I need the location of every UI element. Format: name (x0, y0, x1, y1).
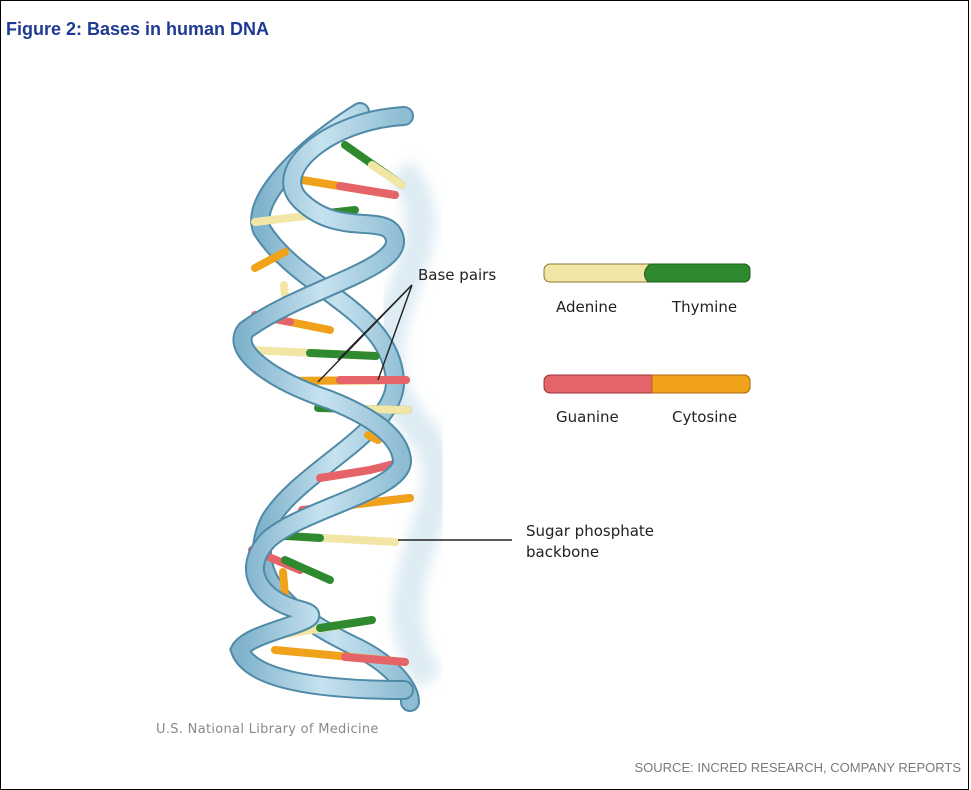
backbone-label-line1: Sugar phosphate (526, 522, 654, 540)
dna-diagram: Base pairs Sugar phosphate backbone Aden… (0, 0, 971, 774)
legend-guanine-cytosine: Guanine Cytosine (544, 375, 750, 426)
image-credit: U.S. National Library of Medicine (156, 722, 379, 737)
source-note: SOURCE: INCRED RESEARCH, COMPANY REPORTS (635, 760, 962, 775)
legend-guanine-label: Guanine (556, 408, 619, 426)
legend-adenine-thymine: Adenine Thymine (544, 264, 750, 316)
legend-adenine-label: Adenine (556, 298, 617, 316)
legend-thymine-label: Thymine (671, 298, 737, 316)
base-pairs-label: Base pairs (418, 266, 496, 284)
backbone-label-line2: backbone (526, 543, 599, 561)
legend-cytosine-label: Cytosine (672, 408, 737, 426)
